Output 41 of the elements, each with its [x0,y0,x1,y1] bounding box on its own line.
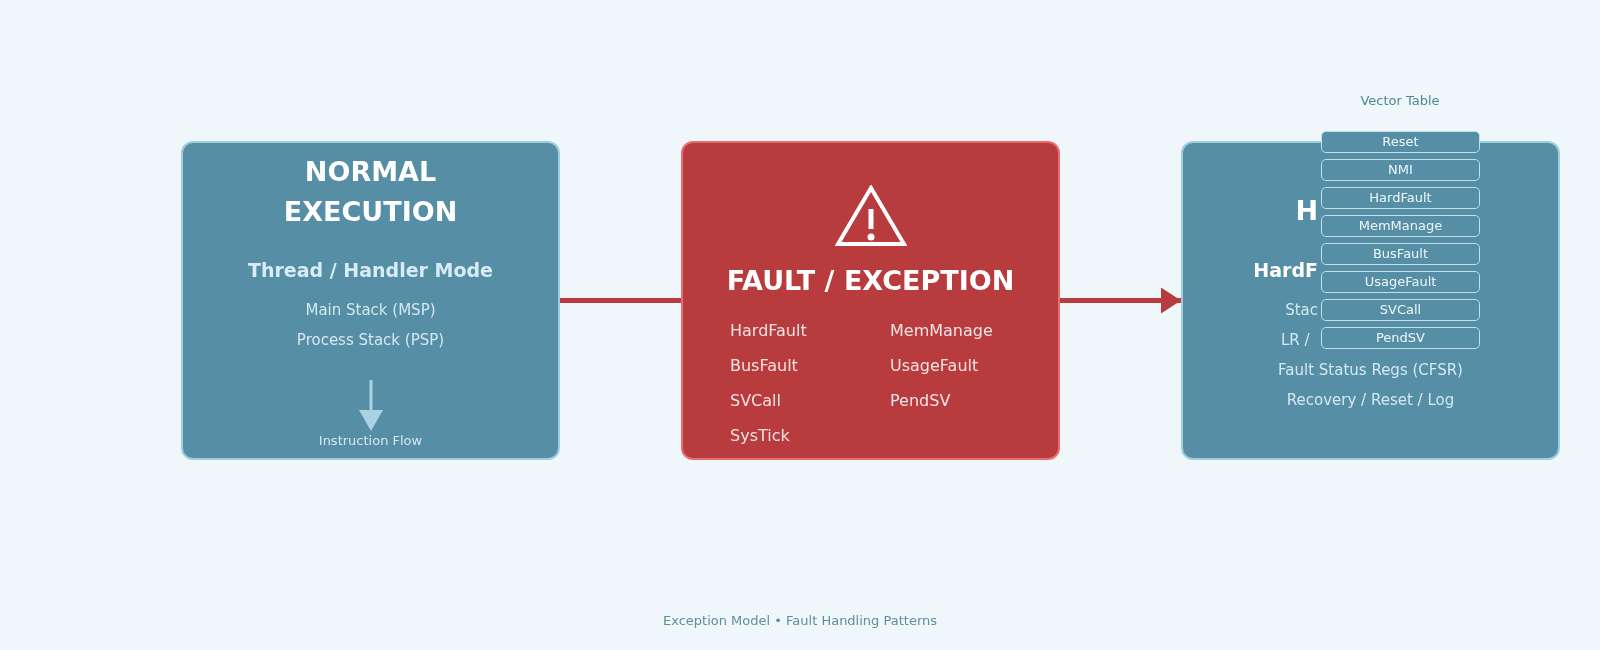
entry-label: HardFault [1369,190,1432,206]
entry-label: NMI [1388,162,1413,178]
list-item: MemManage [890,319,993,341]
list-item: Process Stack (PSP) [295,330,446,350]
list-item: HardFault [730,319,807,341]
connector-line [560,298,681,303]
list-item: Main Stack (MSP) [304,300,437,320]
vector-table-entry [1321,131,1480,153]
partial-text: Stac [1285,300,1318,320]
arrow [1060,287,1181,314]
list-item: SVCall [730,389,781,411]
box-title: FAULT / EXCEPTION [725,263,1016,298]
list-item: SysTick [730,424,790,446]
vector-table-entry [1321,215,1480,237]
entry-label: Reset [1382,134,1419,150]
entry-label: BusFault [1372,246,1429,262]
list-item: UsageFault [890,354,979,376]
list-item: Recovery / Reset / Log [1285,390,1456,410]
vector-table-entry [1321,243,1480,265]
partial-subtitle: HardF [1253,257,1318,283]
entry-label: SVCall [1379,302,1422,318]
fault-box [681,141,1060,460]
vector-table-entry [1321,327,1480,349]
entry-label: UsageFault [1364,274,1437,290]
partial-text: LR / [1281,330,1310,350]
entry-label: PendSV [1376,330,1425,346]
vector-table-entry [1321,187,1480,209]
box-subtitle: Thread / Handler Mode [247,257,494,283]
list-item: BusFault [730,354,798,376]
partial-title: H [1295,193,1318,228]
vector-table-entry [1321,299,1480,321]
list-item: PendSV [890,389,951,411]
caption: Exception Model • Fault Handling Patterns [662,611,938,629]
entry-label: MemManage [1358,218,1443,234]
list-item: Fault Status Regs (CFSR) [1277,360,1464,380]
group-label: Vector Table [1359,91,1441,109]
box-title: NORMAL EXECUTION [282,155,459,229]
vector-table-entry [1321,159,1480,181]
vector-table-entry [1321,271,1480,293]
process-box [181,141,560,460]
flow-label: Instruction Flow [317,431,424,449]
